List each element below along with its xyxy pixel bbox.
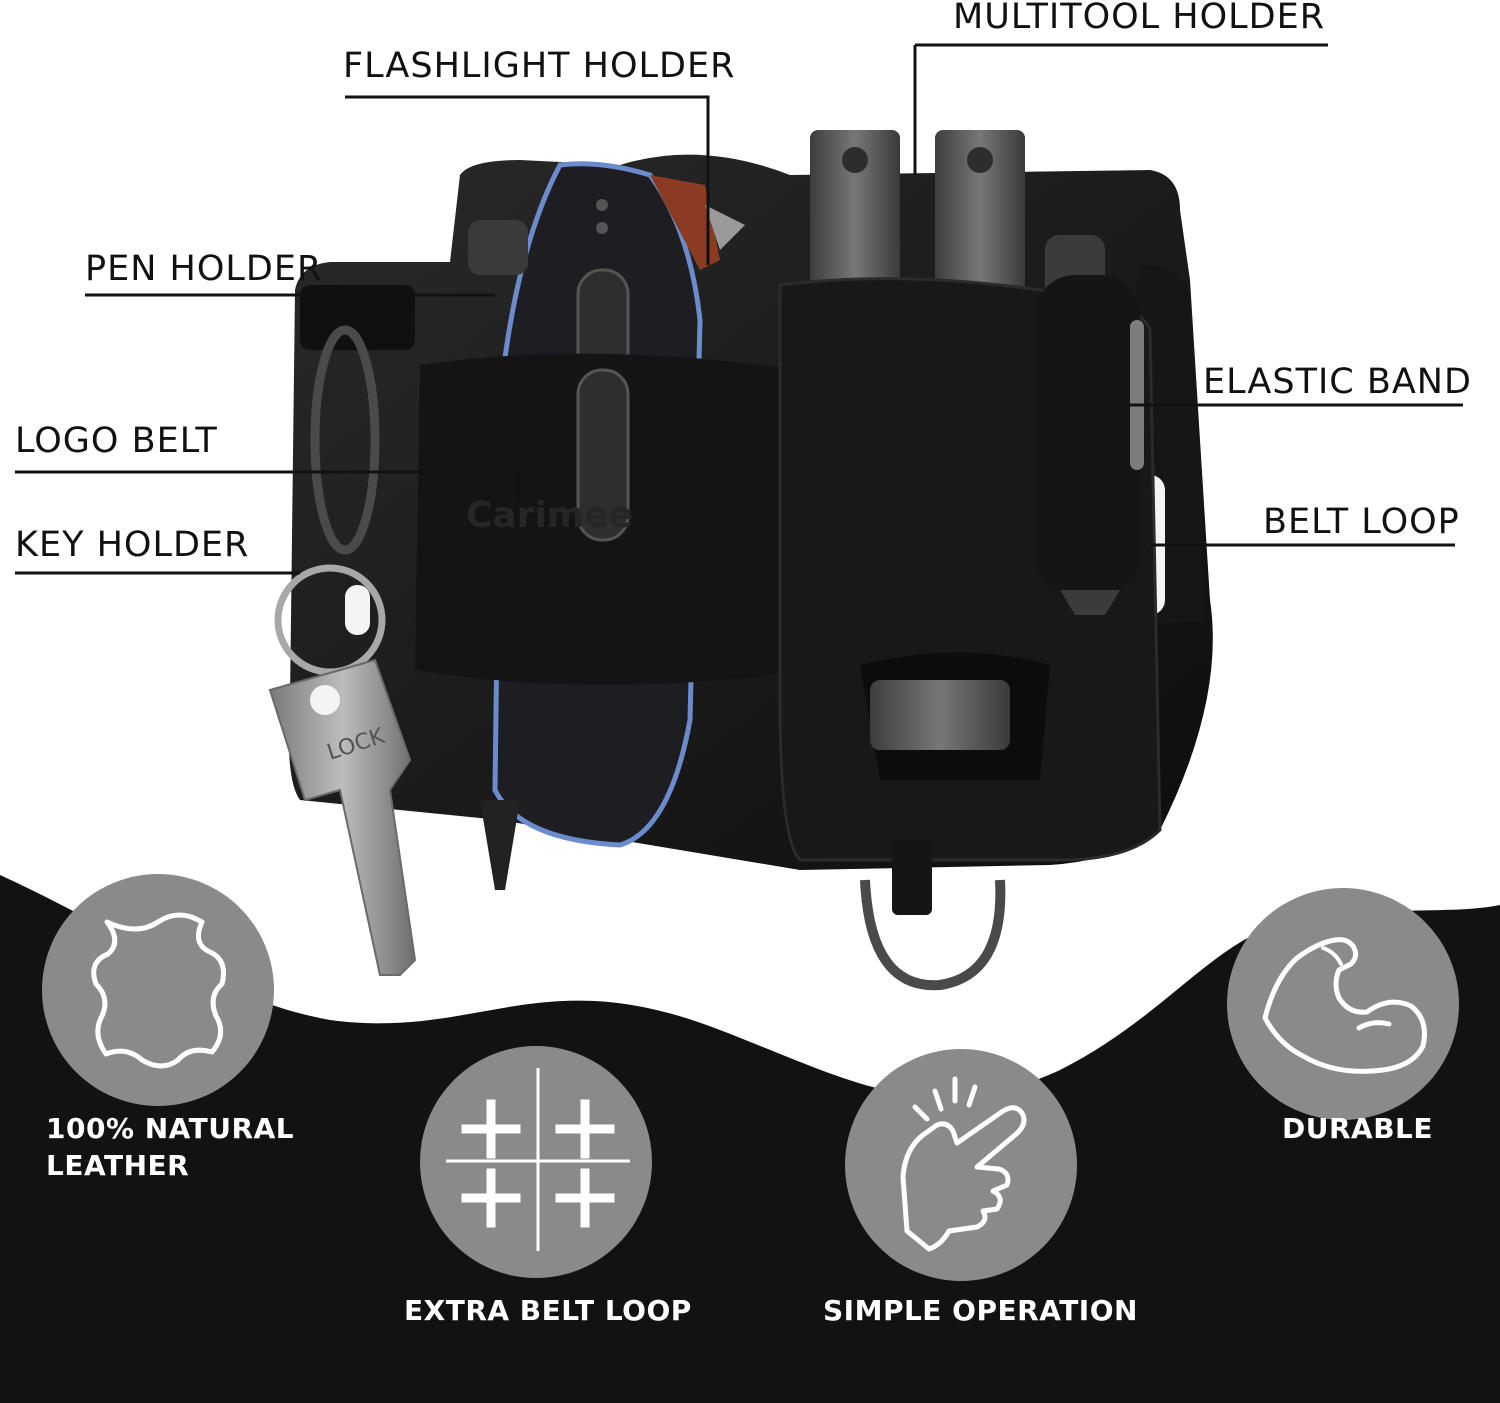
- belt-loop-slot-left: [345, 585, 370, 635]
- feature-label-leather: 100% NATURAL LEATHER: [46, 1111, 294, 1185]
- d-ring: [860, 879, 1006, 991]
- four-plus-grid-icon: [446, 1068, 630, 1251]
- leather-hide-icon: [91, 912, 226, 1069]
- feature-circle-belt-loop: [420, 1046, 652, 1278]
- feature-circle-operation: [845, 1049, 1077, 1281]
- key-carabiner: [310, 325, 380, 555]
- flexed-arm-icon: [1262, 937, 1427, 1074]
- multitool-cutter: [870, 680, 1010, 750]
- feature-label-durable: DURABLE: [1282, 1112, 1434, 1145]
- callout-key-holder: KEY HOLDER: [15, 525, 250, 565]
- line-logo: [15, 470, 520, 500]
- callout-flashlight-holder: FLASHLIGHT HOLDER: [343, 46, 736, 86]
- wooden-knife-handle: [650, 175, 720, 270]
- brand-logo: Carimee: [466, 495, 633, 536]
- feature-label-operation: SIMPLE OPERATION: [823, 1294, 1138, 1327]
- callout-elastic-band: ELASTIC BAND: [1203, 362, 1472, 402]
- key: [268, 658, 417, 976]
- snapping-hand-icon: [900, 1076, 1027, 1252]
- pen-elastic-sleeve: [1035, 275, 1140, 595]
- flashlight-top: [468, 220, 528, 275]
- callout-belt-loop: BELT LOOP: [1263, 502, 1460, 542]
- feature-leather-line1: 100% NATURAL: [46, 1112, 295, 1145]
- feature-leather-line2: LEATHER: [46, 1148, 190, 1182]
- line-flashlight: [345, 95, 710, 265]
- callout-pen-holder: PEN HOLDER: [85, 249, 323, 289]
- pen-clip: [1130, 320, 1144, 470]
- feature-label-belt-loop: EXTRA BELT LOOP: [404, 1294, 692, 1327]
- feature-circle-durable: [1227, 888, 1459, 1120]
- callout-multitool-holder: MULTITOOL HOLDER: [953, 0, 1326, 37]
- feature-circle-leather: [42, 874, 274, 1106]
- callout-logo-belt: LOGO BELT: [15, 421, 218, 461]
